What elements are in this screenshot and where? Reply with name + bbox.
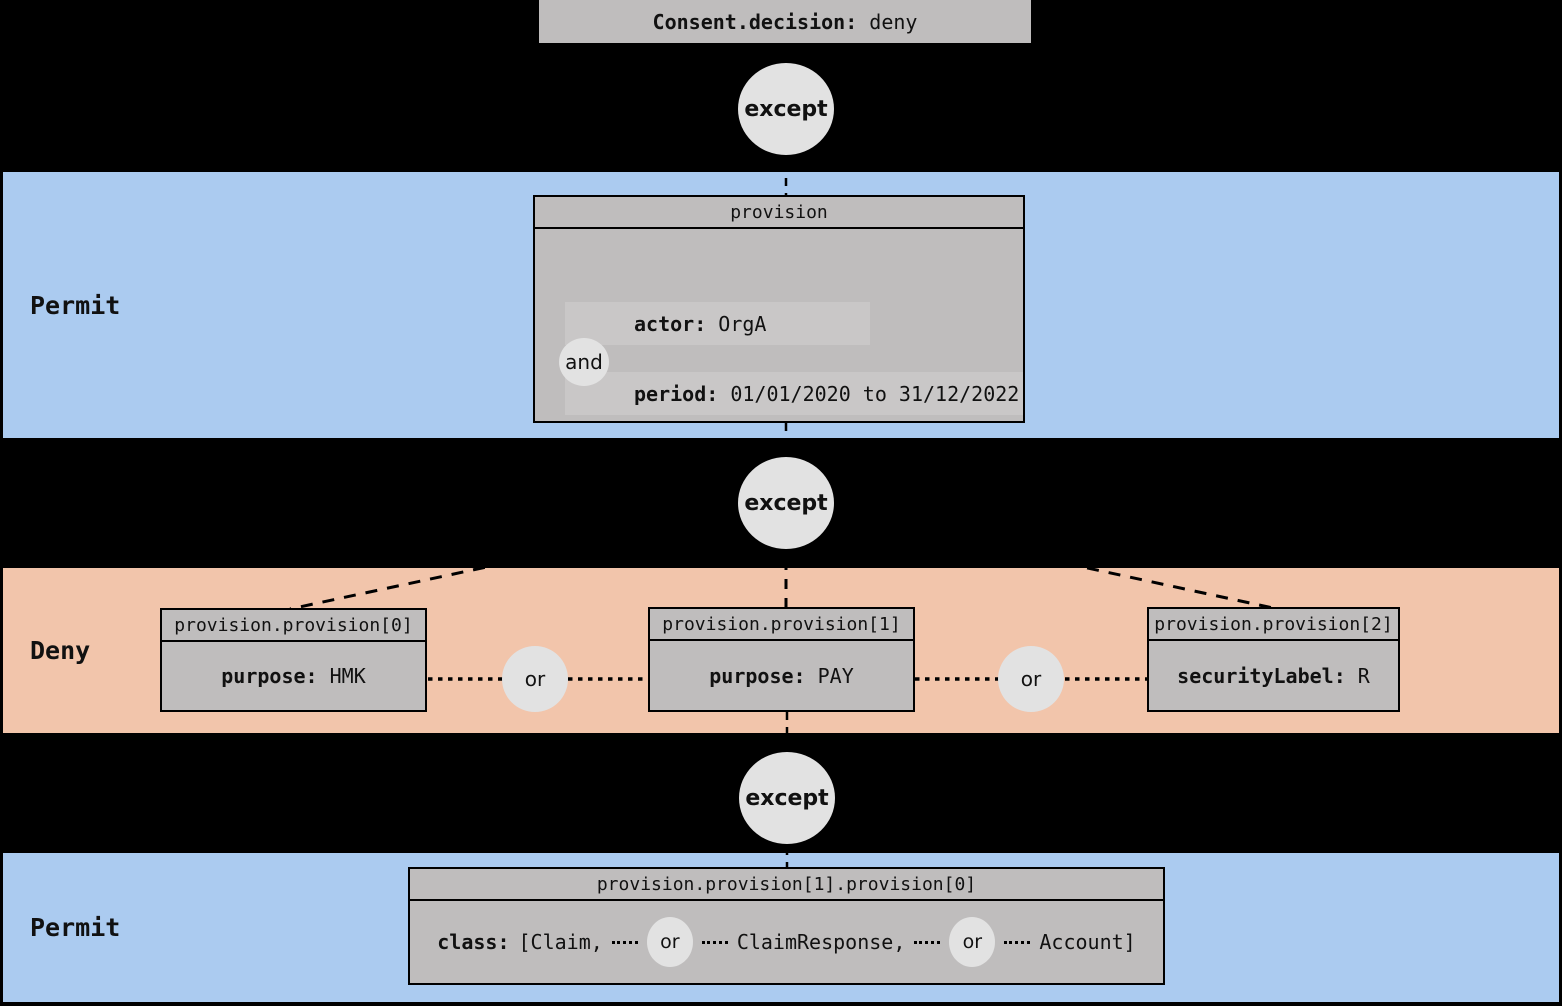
or-operator-3: or — [646, 917, 693, 967]
deny-node-1-body: purpose: PAY — [650, 641, 913, 710]
provision-period-row: period: 01/01/2020 to 31/12/2022 — [565, 372, 1023, 415]
deny-band-label: Deny — [30, 636, 91, 665]
bottom-class-key: class: — [437, 930, 509, 954]
except-operator-1: except — [738, 63, 834, 155]
deny-node-1-key: purpose: — [709, 663, 806, 688]
root-decision-key: Consent.decision: — [652, 9, 858, 34]
bottom-class-key-text: class: — [437, 930, 510, 954]
or-operator-1-label: or — [524, 667, 546, 691]
deny-node-0-body: purpose: HMK — [162, 642, 425, 710]
root-decision-box: Consent.decision: deny — [539, 0, 1031, 43]
bottom-provision-body: class: [Claim, or ClaimResponse, or Acco… — [410, 901, 1163, 983]
dotted-link-2 — [701, 940, 728, 944]
or-operator-4-label: or — [962, 931, 983, 953]
deny-node-2-value: R — [1357, 663, 1370, 688]
deny-node-0-value: HMK — [329, 664, 366, 688]
provision-period-value: 01/01/2020 to 31/12/2022 — [730, 381, 1020, 406]
deny-node-2-header: provision.provision[2] — [1149, 609, 1398, 641]
deny-node-2-key: securityLabel: — [1177, 663, 1346, 688]
or-operator-2: or — [998, 646, 1064, 712]
except-operator-3: except — [739, 752, 835, 844]
dotted-link-1 — [611, 940, 638, 944]
provision-node: provision and actor: OrgA period: 01/01/… — [533, 195, 1025, 423]
bottom-provision-header: provision.provision[1].provision[0] — [410, 869, 1163, 901]
bottom-class-item-2: Account] — [1039, 930, 1136, 954]
except-operator-3-label: except — [745, 785, 829, 811]
bottom-class-item-1: ClaimResponse, — [736, 930, 906, 954]
provision-period-key: period: — [634, 381, 719, 406]
or-operator-1: or — [502, 646, 568, 712]
deny-node-2-body: securityLabel: R — [1149, 641, 1398, 710]
deny-node-1: provision.provision[1] purpose: PAY — [648, 607, 915, 712]
and-operator: and — [559, 338, 609, 386]
bottom-class-item-0: [Claim, — [518, 930, 603, 954]
deny-node-0-header: provision.provision[0] — [162, 610, 425, 642]
deny-node-0-key: purpose: — [221, 664, 318, 688]
provision-node-body: and actor: OrgA period: 01/01/2020 to 31… — [535, 229, 1023, 421]
bottom-provision-node: provision.provision[1].provision[0] clas… — [408, 867, 1165, 985]
or-operator-2-label: or — [1020, 667, 1042, 691]
dotted-link-3 — [914, 940, 941, 944]
or-operator-3-label: or — [660, 931, 680, 953]
dotted-link-4 — [1004, 940, 1031, 944]
except-operator-1-label: except — [744, 96, 828, 122]
provision-node-header: provision — [535, 197, 1023, 229]
and-operator-label: and — [565, 350, 603, 374]
except-operator-2: except — [738, 457, 834, 549]
deny-node-1-header: provision.provision[1] — [650, 609, 913, 641]
root-decision-text: Consent.decision: deny — [653, 10, 918, 34]
deny-node-0: provision.provision[0] purpose: HMK — [160, 608, 427, 712]
provision-actor-row: actor: OrgA — [565, 302, 870, 345]
deny-node-1-value: PAY — [817, 663, 854, 688]
deny-node-2: provision.provision[2] securityLabel: R — [1147, 607, 1400, 712]
except-operator-2-label: except — [744, 490, 828, 516]
or-operator-4: or — [949, 917, 996, 967]
provision-actor-key: actor: — [634, 311, 707, 336]
permit-band-bottom-label: Permit — [30, 913, 121, 942]
root-decision-value: deny — [869, 9, 918, 34]
permit-band-top-label: Permit — [30, 290, 121, 320]
provision-actor-value: OrgA — [718, 311, 767, 336]
